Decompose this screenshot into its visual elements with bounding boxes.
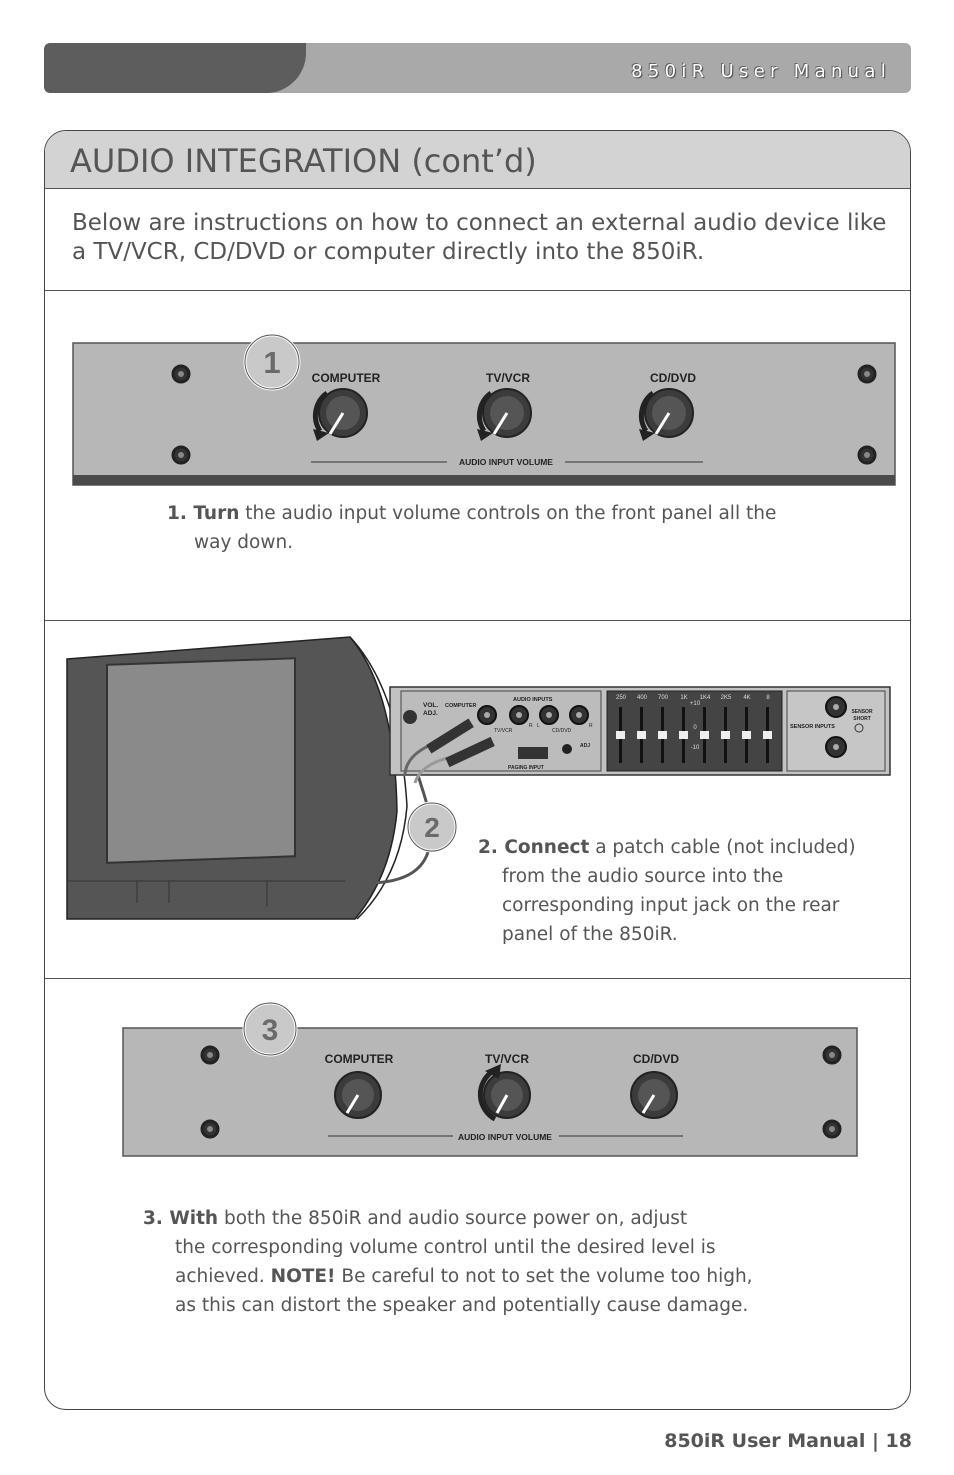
divider [45,290,910,291]
volume-knob [334,1071,382,1119]
svg-text:R: R [529,723,533,729]
eq-band-label: 8 [766,695,770,701]
svg-text:L: L [537,723,540,729]
eq-slider-knob [658,731,667,739]
header-bar: 850iR User Manual [44,43,911,93]
knob-label-computer: COMPUTER [325,1052,394,1066]
eq-band-label: 1K [680,695,687,701]
rear-panel-illustration: VOL. ADJ. COMPUTER AUDIO INPUTS TV/VCR C… [66,636,891,920]
eq-slider-knob [616,731,625,739]
eq-band-label: 2K5 [721,695,732,701]
eq-slider-knob [700,731,709,739]
knob-label-tv-vcr: TV/VCR [486,371,530,385]
knob-label-cd-dvd: CD/DVD [633,1052,679,1066]
eq-band-label: 1K4 [700,695,711,701]
step-badge-1: 1 [263,345,280,380]
svg-text:0: 0 [693,725,697,731]
sensor-inputs-label: SENSOR INPUTS [790,724,835,730]
svg-text:-10: -10 [691,745,700,751]
step-1-text: 1. Turn the audio input volume controls … [167,503,777,553]
audio-input-volume-label: AUDIO INPUT VOLUME [459,457,553,467]
audio-inputs-label: AUDIO INPUTS [513,697,553,703]
step-1-lead: 1. Turn [167,503,240,524]
knob-label-cd-dvd: CD/DVD [650,371,696,385]
note-label: NOTE! [270,1266,336,1287]
svg-text:ADJ.: ADJ. [423,710,438,717]
eq-slider-knob [763,731,772,739]
content-panel: AUDIO INTEGRATION (cont’d) Below are ins… [44,130,911,1410]
svg-text:ADJ: ADJ [580,743,590,749]
eq-slider-knob [721,731,730,739]
panel-header: AUDIO INTEGRATION (cont’d) [45,131,910,189]
step-3-text: 3. With both the 850iR and audio source … [143,1208,753,1316]
step-2-text: 2. Connect a patch cable (not included) … [478,837,856,945]
svg-text:R: R [589,723,593,729]
step-badge-3: 3 [262,1014,279,1047]
eq-slider-knob [679,731,688,739]
svg-text:SENSOR: SENSOR [851,709,873,715]
volume-knob [638,388,694,441]
svg-text:SHORT: SHORT [853,716,871,722]
intro-text: Below are instructions on how to connect… [72,210,887,265]
svg-text:+10: +10 [690,701,701,707]
volume-knob [476,388,532,441]
svg-text:TV/VCR: TV/VCR [494,728,513,734]
divider [45,978,910,979]
svg-text:CD/DVD: CD/DVD [552,728,572,734]
header-title: 850iR User Manual [631,61,891,82]
section-title: AUDIO INTEGRATION (cont’d) [70,142,537,180]
paging-input-label: PAGING INPUT [508,765,544,771]
eq-band-label: 4K [743,695,750,701]
step-badge-2: 2 [424,812,440,843]
volume-knob [630,1071,678,1119]
eq-band-label: 400 [637,695,648,701]
knob-label-tv-vcr: TV/VCR [485,1052,529,1066]
eq-band-label: 700 [658,695,669,701]
front-panel-illustration-3: COMPUTER TV/VCR CD/DVD AUDIO INPUT VOLUM… [122,1001,858,1157]
audio-input-volume-label: AUDIO INPUT VOLUME [458,1132,552,1142]
volume-knob [312,388,368,441]
vol-adj-label: VOL. [423,702,438,709]
volume-knob-turned [477,1064,531,1122]
eq-band-label: 250 [616,695,627,701]
eq-sliders [616,707,772,763]
eq-band-labels: 250 400 700 1K 1K4 2K5 4K 8 [616,695,770,701]
page-footer: 850iR User Manual | 18 [664,1430,912,1452]
divider [45,620,910,621]
step-3-lead: 3. With [143,1208,219,1229]
eq-slider-knob [742,731,751,739]
front-panel-illustration-1: COMPUTER TV/VCR CD/DVD AUDIO INPUT VOLUM… [72,333,896,486]
header-tab [44,43,306,93]
step-2-lead: 2. Connect [478,837,590,858]
rear-computer-label: COMPUTER [445,703,477,709]
eq-slider-knob [637,731,646,739]
knob-label-computer: COMPUTER [312,371,381,385]
